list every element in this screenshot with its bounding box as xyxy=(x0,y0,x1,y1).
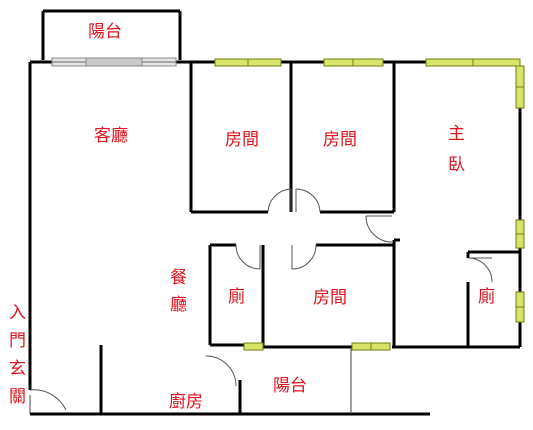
bedroom-1-label: 房間 xyxy=(225,130,259,150)
door-swings xyxy=(29,188,493,411)
thin-lines xyxy=(29,349,352,414)
bedroom-2-label: 房間 xyxy=(323,130,357,150)
master-bedroom-label-line1: 主 xyxy=(448,124,465,144)
dining-room-label: 餐廳 xyxy=(166,268,186,322)
balcony-top-walls xyxy=(41,9,182,60)
kitchen-label: 廚房 xyxy=(169,392,203,412)
bedroom-3-label: 房間 xyxy=(313,288,347,308)
balcony-top-label: 陽台 xyxy=(88,22,122,42)
interior-walls xyxy=(99,62,520,414)
bathroom-right-label: 廁 xyxy=(478,287,495,307)
living-room-label: 客廳 xyxy=(94,126,128,146)
outer-walls xyxy=(28,60,522,416)
window-dividers xyxy=(247,59,524,350)
bathroom-left-label: 廁 xyxy=(228,287,245,307)
balcony-bottom-label: 陽台 xyxy=(273,376,307,396)
entrance-label: 入門玄關 xyxy=(5,303,25,415)
balcony-glass-door xyxy=(51,57,177,67)
master-bedroom-label-line2: 臥 xyxy=(448,155,465,175)
